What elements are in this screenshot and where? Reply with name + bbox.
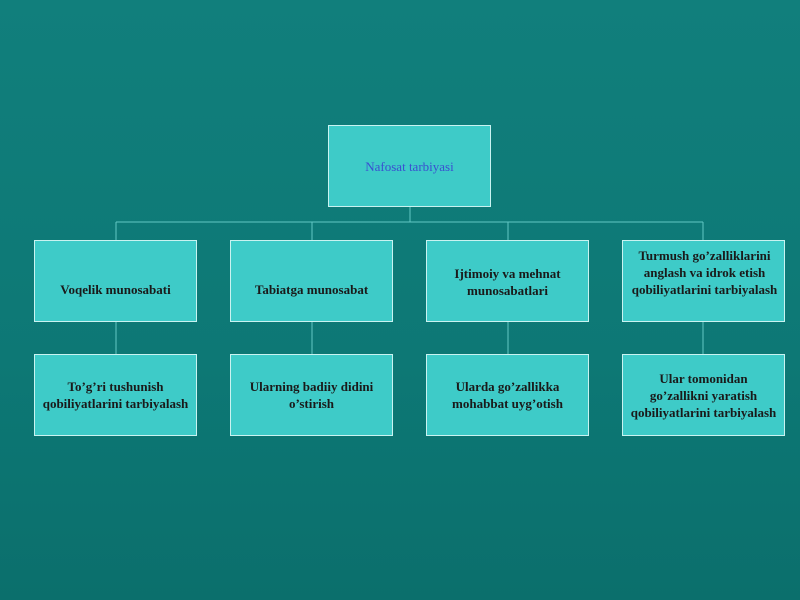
root-node-label: Nafosat tarbiyasi [365, 158, 454, 174]
child-node-4-label: Ular tomonidan go’zallikni yaratish qobi… [630, 370, 777, 420]
child-node-3-label: Ularda go’zallikka mohabbat uyg’otish [452, 379, 563, 411]
child-node-1-label: To’g’ri tushunish qobiliyatlarini tarbiy… [42, 379, 189, 411]
branch-node-3: Ijtimoiy va mehnat munosabatlari [426, 240, 589, 322]
branch-node-2-label: Tabiatga munosabat [254, 282, 369, 297]
root-node: Nafosat tarbiyasi [328, 125, 491, 207]
branch-node-1: Voqelik munosabati [34, 240, 197, 322]
child-node-2: Ularning badiiy didini o’stirish [230, 354, 393, 436]
branch-node-1-label: Voqelik munosabati [60, 282, 171, 297]
child-node-4: Ular tomonidan go’zallikni yaratish qobi… [622, 354, 785, 436]
branch-node-3-label: Ijtimoiy va mehnat munosabatlari [454, 266, 561, 298]
branch-node-2: Tabiatga munosabat [230, 240, 393, 322]
child-node-2-label: Ularning badiiy didini o’stirish [249, 379, 374, 411]
branch-node-4: Turmush go’zalliklarini anglash va idrok… [622, 240, 785, 322]
branch-node-4-label: Turmush go’zalliklarini anglash va idrok… [631, 248, 778, 297]
child-node-3: Ularda go’zallikka mohabbat uyg’otish [426, 354, 589, 436]
child-node-1: To’g’ri tushunish qobiliyatlarini tarbiy… [34, 354, 197, 436]
